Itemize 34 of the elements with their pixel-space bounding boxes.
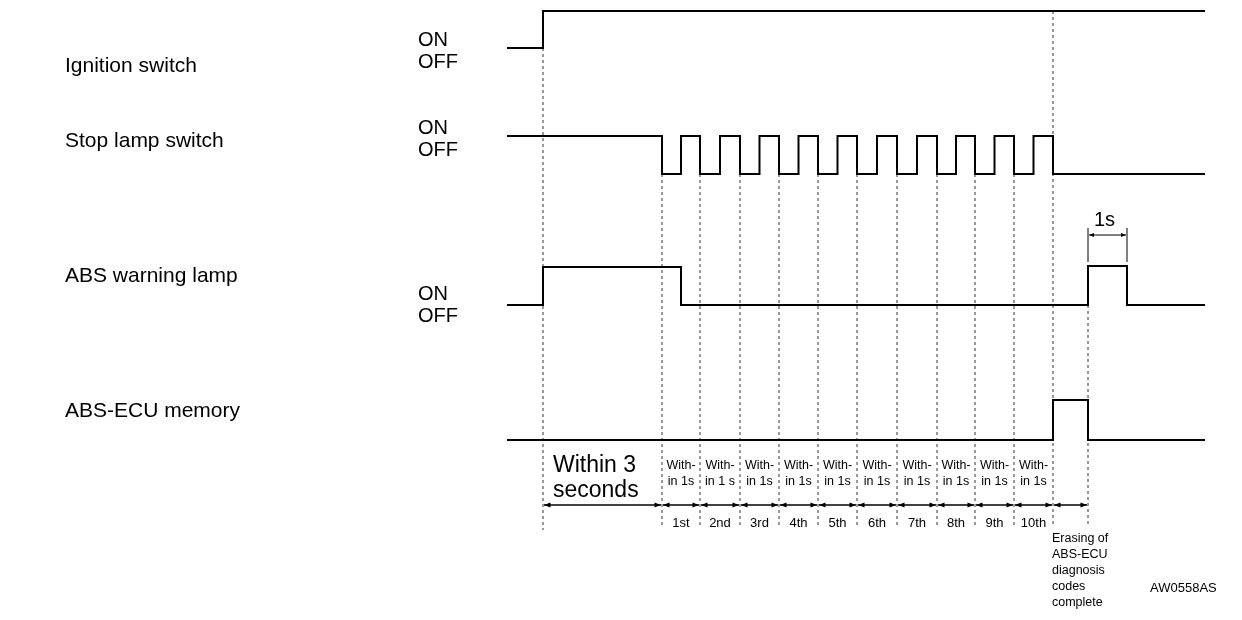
- interval-label: With- in 1s: [901, 457, 933, 489]
- count-label: 8th: [945, 516, 967, 531]
- state-label: OFF: [418, 138, 458, 160]
- interval-label: With- in 1s: [782, 457, 815, 489]
- state-label: ON: [418, 116, 448, 138]
- count-label: 1st: [671, 516, 691, 531]
- interval-label: With- in 1 s: [704, 457, 736, 489]
- interval-label: With- in 1s: [821, 457, 854, 489]
- count-label: 6th: [866, 516, 888, 531]
- count-label: 9th: [984, 516, 1005, 531]
- count-label: 2nd: [708, 516, 732, 531]
- interval-label: With- in 1s: [1017, 457, 1050, 489]
- figure-code: AW0558AS: [1150, 581, 1217, 596]
- count-label: 3rd: [749, 516, 770, 531]
- signal-name: Ignition switch: [65, 53, 197, 77]
- interval-label: With- in 1s: [978, 457, 1011, 489]
- count-label: 10th: [1019, 516, 1048, 531]
- state-label: OFF: [418, 50, 458, 72]
- count-label: 4th: [788, 516, 809, 531]
- count-label: 5th: [827, 516, 848, 531]
- signal-name: ABS-ECU memory: [65, 398, 241, 422]
- interval-label: With- in 1s: [743, 457, 776, 489]
- interval-label: With- in 1s: [665, 457, 697, 489]
- note: Erasing of ABS-ECU diagnosis codes complete: [1052, 530, 1110, 610]
- interval-label: With- in 1s: [861, 457, 893, 489]
- dimension-label: 1s: [1094, 208, 1116, 230]
- interval-label: Within 3 seconds: [553, 452, 640, 502]
- signal-name: Stop lamp switch: [65, 128, 224, 152]
- interval-label: With- in 1s: [940, 457, 972, 489]
- state-label: ON: [418, 28, 448, 50]
- signal-name: ABS warning lamp: [65, 263, 238, 287]
- state-label: OFF: [418, 304, 458, 326]
- state-label: ON: [418, 282, 448, 304]
- count-label: 7th: [906, 516, 928, 531]
